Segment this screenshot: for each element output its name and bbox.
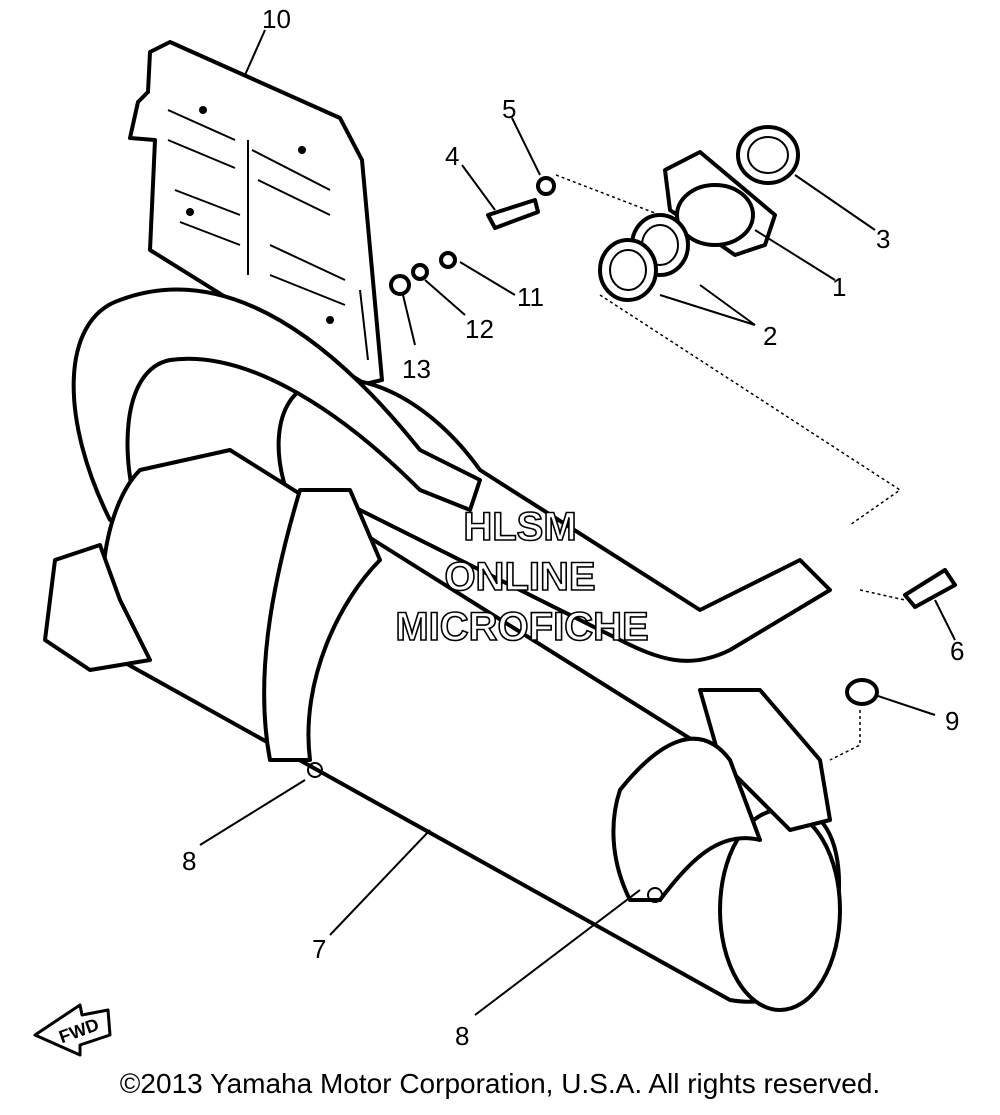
washer-12 bbox=[411, 263, 429, 281]
callout-6: 6 bbox=[950, 636, 964, 666]
gaskets-pair bbox=[598, 213, 690, 302]
callout-11: 11 bbox=[517, 282, 544, 312]
washer-5 bbox=[536, 176, 556, 196]
bolt bbox=[486, 198, 540, 230]
watermark-line-2: ONLINE bbox=[444, 555, 595, 599]
leader-lines bbox=[199, 29, 956, 1016]
screw-11 bbox=[439, 251, 457, 269]
nut-13 bbox=[389, 274, 411, 296]
callout-2: 2 bbox=[763, 321, 777, 351]
callout-9: 9 bbox=[945, 706, 959, 736]
grommet-9 bbox=[845, 678, 879, 706]
callout-3: 3 bbox=[876, 224, 890, 254]
exhaust-pipe bbox=[71, 287, 832, 663]
callout-labels: 10 5 4 3 1 11 12 13 2 6 9 8 7 8 bbox=[182, 4, 964, 1051]
callout-4: 4 bbox=[445, 141, 459, 171]
watermark: HLSM ONLINE MICROFICHE bbox=[395, 504, 650, 650]
callout-8-lower: 8 bbox=[455, 1021, 469, 1051]
callout-7: 7 bbox=[312, 934, 326, 964]
assembly-lines bbox=[555, 174, 906, 761]
muffler-bands bbox=[262, 488, 762, 903]
callout-13: 13 bbox=[402, 354, 431, 384]
callout-12: 12 bbox=[465, 314, 494, 344]
gasket-outer bbox=[736, 125, 800, 185]
callout-5: 5 bbox=[502, 94, 516, 124]
exhaust-flange bbox=[663, 150, 777, 257]
watermark-line-1: HLSM bbox=[463, 505, 576, 549]
callout-8-upper: 8 bbox=[182, 846, 196, 876]
forward-arrow: FWD bbox=[33, 1003, 112, 1057]
watermark-line-3: MICROFICHE bbox=[395, 605, 648, 649]
copyright-notice: ©2013 Yamaha Motor Corporation, U.S.A. A… bbox=[119, 1068, 881, 1099]
spring-6 bbox=[903, 568, 957, 609]
callout-1: 1 bbox=[832, 272, 846, 302]
callout-10: 10 bbox=[262, 4, 291, 34]
